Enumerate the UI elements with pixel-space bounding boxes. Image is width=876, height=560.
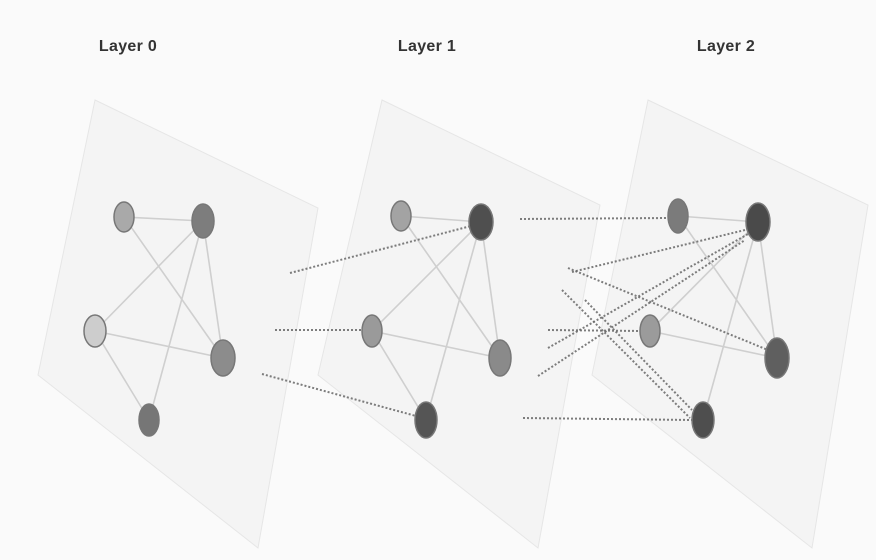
layer-0-edge-0 — [123, 216, 204, 222]
intra-layer-edges — [94, 215, 778, 421]
layer-0-edge-6 — [148, 220, 204, 421]
layer-0-node-2 — [83, 314, 107, 348]
layer-0-node-0 — [113, 201, 135, 233]
layer-2-node-0 — [667, 198, 689, 234]
layer-2-edge-2 — [677, 215, 778, 359]
layer-0-title: Layer 0 — [98, 38, 158, 55]
layer-0-edge-4 — [94, 330, 224, 359]
layer-1-edge-6 — [371, 330, 427, 421]
layer-2-node-2 — [639, 314, 661, 348]
layer-1-edge-0 — [400, 215, 482, 223]
layer-1-edge-3 — [480, 221, 501, 359]
inter-layer-edge-11 — [584, 299, 693, 411]
layer-1-node-1 — [468, 203, 494, 241]
layer-0-node-4 — [138, 403, 160, 437]
layer-1-node-3 — [488, 339, 512, 377]
layer-1-edge-2 — [400, 215, 501, 359]
layer-0-node-3 — [210, 339, 236, 377]
inter-layer-edge-10 — [522, 417, 693, 421]
layer-2-edge-0 — [677, 215, 759, 223]
inter-layer-edge-3 — [519, 217, 669, 220]
inter-layer-edge-0 — [289, 225, 472, 274]
layer-2-edge-5 — [649, 330, 778, 359]
inter-layer-edge-8 — [567, 267, 769, 351]
layer-2-edge-3 — [757, 221, 778, 359]
layer-0-plane — [37, 99, 319, 549]
layer-2-title: Layer 2 — [696, 38, 756, 55]
layer-0-edge-2 — [123, 216, 224, 359]
layer-1-edge-1 — [371, 221, 482, 332]
layer-2-node-4 — [691, 401, 715, 439]
layer-2-edge-1 — [649, 221, 759, 332]
inter-layer-edge-2 — [261, 373, 417, 417]
layer-1-title: Layer 1 — [397, 38, 457, 55]
layer-1-edge-5 — [425, 221, 482, 421]
layer-0-edge-1 — [94, 220, 204, 332]
inter-layer-edge-6 — [537, 239, 746, 377]
layer-2-node-1 — [745, 202, 771, 242]
layer-0-edge-5 — [94, 330, 150, 421]
inter-layer-edge-9 — [547, 329, 641, 332]
layer-1-node-4 — [414, 401, 438, 439]
inter-layer-edges — [261, 217, 769, 421]
inter-layer-edge-4 — [571, 229, 746, 273]
layer-1-edge-4 — [371, 330, 501, 359]
layer-1-node-2 — [361, 314, 383, 348]
layer-1-plane — [317, 99, 601, 549]
layer-2-edge-4 — [702, 221, 759, 421]
layer-0-node-1 — [191, 203, 215, 239]
layer-0-edge-3 — [202, 220, 224, 359]
layer-1-node-0 — [390, 200, 412, 232]
network-nodes — [83, 198, 790, 439]
layer-2-node-3 — [764, 337, 790, 379]
